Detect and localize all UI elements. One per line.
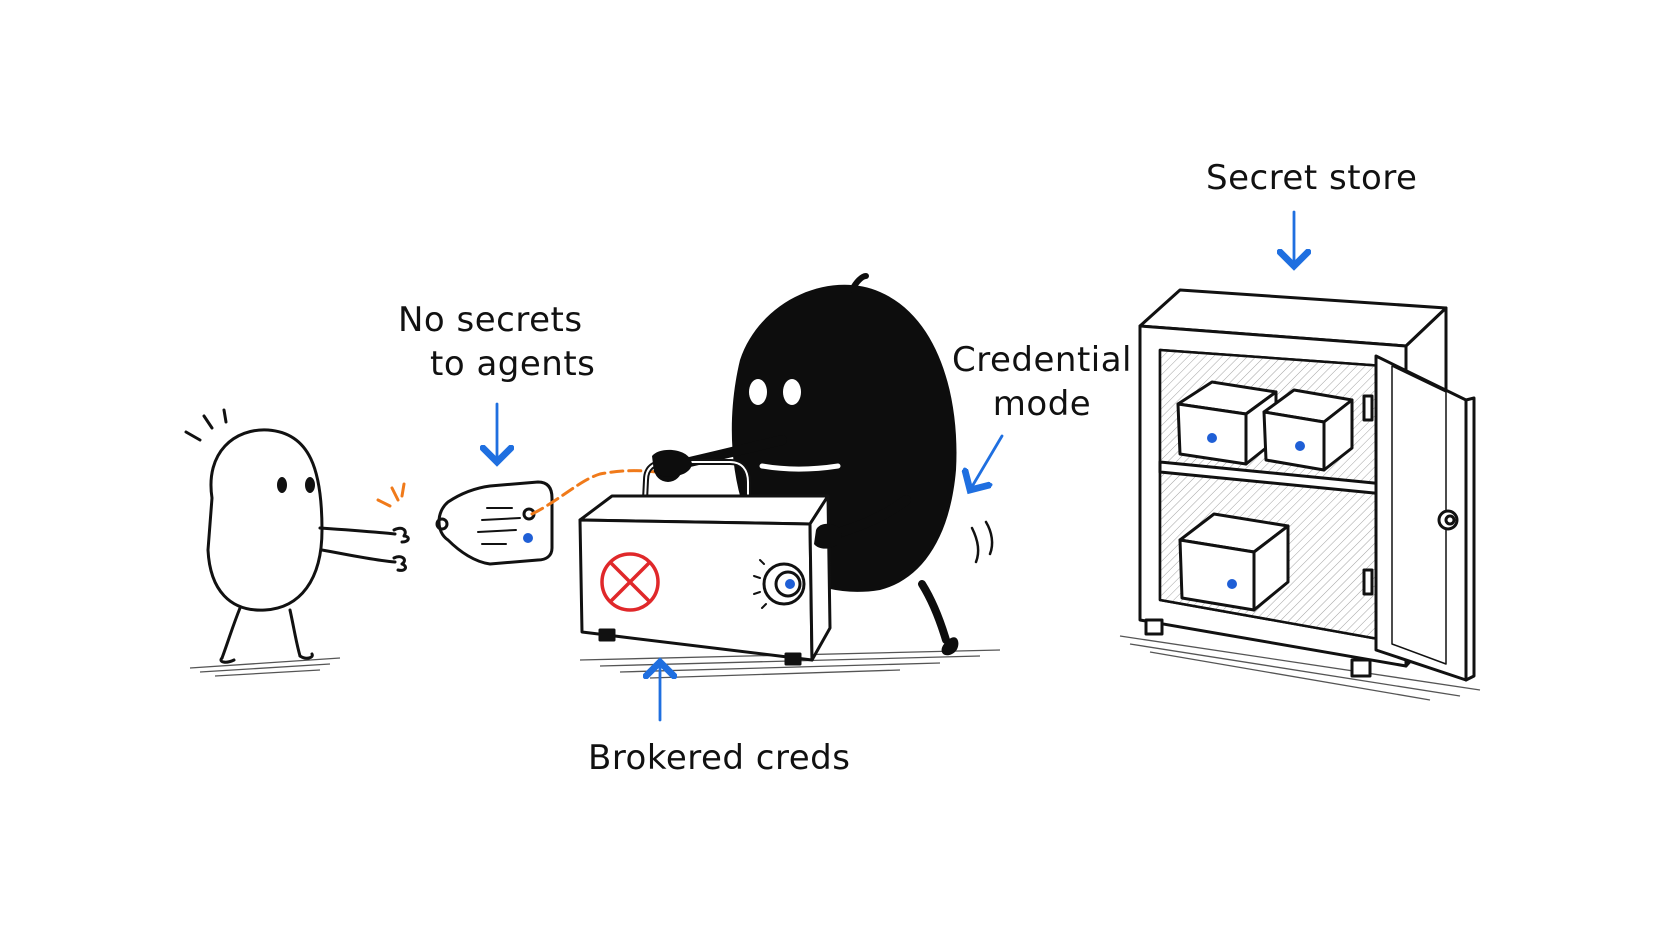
- no-secrets-line-2: to agents: [430, 344, 596, 384]
- credential-mode-label: Credential mode: [952, 338, 1132, 426]
- storage-boxes: [1176, 380, 1354, 612]
- credential-mode-line-2: mode: [992, 384, 1092, 424]
- secret-store-text: Secret store: [1206, 158, 1418, 198]
- broker-hand: [652, 449, 842, 549]
- arrow-credential-mode: [970, 434, 1004, 490]
- credential-tag-icon: [435, 480, 554, 566]
- ground-shadow-agent: [189, 657, 341, 677]
- no-secrets-line-1: No secrets: [398, 300, 583, 340]
- ground-shadow-safe: [1119, 635, 1481, 701]
- credential-mode-line-1: Credential: [952, 340, 1132, 380]
- safe-icon: [1138, 288, 1476, 682]
- spark-marks: [376, 482, 406, 508]
- brokered-creds-label: Brokered creds: [588, 736, 850, 780]
- brokered-creds-text: Brokered creds: [588, 738, 851, 778]
- secret-store-label: Secret store: [1206, 156, 1417, 200]
- dashed-connection-line: [530, 469, 658, 516]
- motion-marks-broker: [970, 520, 994, 564]
- agent-icon: [184, 408, 410, 664]
- no-secrets-label: No secrets to agents: [398, 298, 595, 386]
- annotation-arrows: [497, 210, 1294, 722]
